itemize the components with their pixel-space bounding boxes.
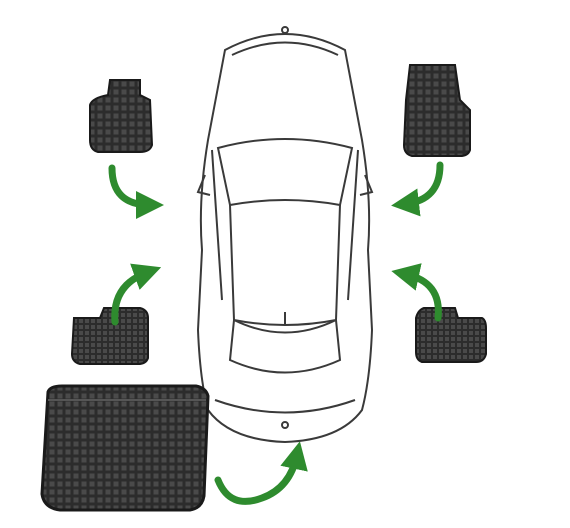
front-right-floor-mat: [402, 64, 471, 157]
car-top-view: [196, 26, 374, 444]
rear-right-floor-mat: [415, 307, 487, 363]
rear-left-floor-mat: [70, 307, 149, 365]
trunk-mat: [40, 384, 210, 512]
curved-arrow-icon: [108, 161, 444, 505]
front-left-floor-mat: [89, 79, 154, 153]
